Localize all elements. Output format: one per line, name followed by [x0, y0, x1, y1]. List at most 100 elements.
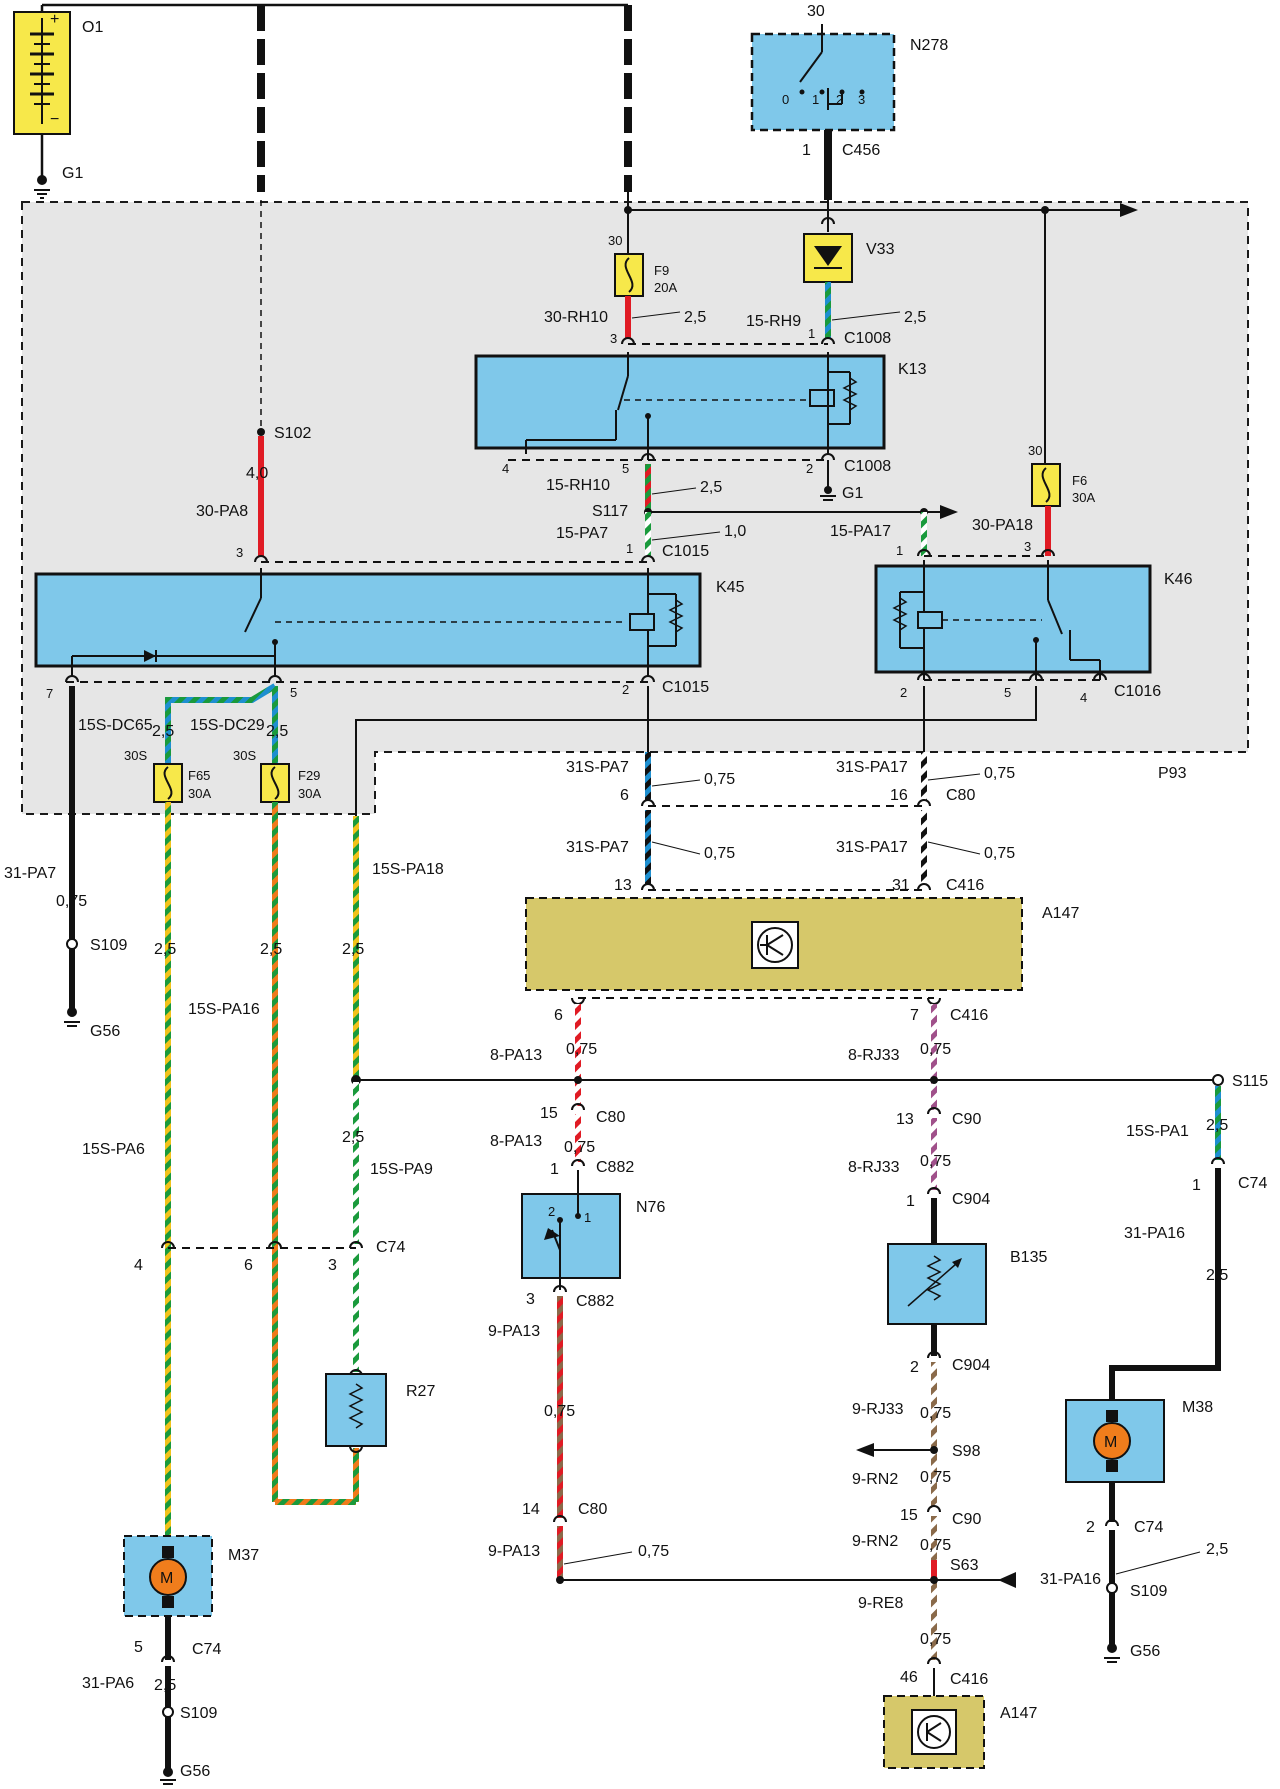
c416-c-pin: 46 [900, 1669, 918, 1686]
wire-15s-pa6-label: 15S-PA6 [82, 1141, 145, 1158]
wire-15-rh10-size: 2,5 [700, 479, 722, 496]
wire-15-rh9-size: 2,5 [904, 309, 926, 326]
splice-s63: S63 [950, 1557, 979, 1574]
relay-k13 [474, 352, 886, 460]
wire-15s-pa9-size: 2,5 [342, 1129, 364, 1146]
splice-s98: S98 [952, 1443, 981, 1460]
diode-v33 [803, 233, 853, 283]
relay-k46-label: K46 [1164, 571, 1193, 588]
wire-31s-pa17-b-label: 31S-PA17 [836, 839, 908, 856]
wire-15-pa7-label: 15-PA7 [556, 525, 608, 542]
wire-31-pa7-label: 31-PA7 [4, 865, 56, 882]
relay-k46 [874, 560, 1152, 680]
ground-g56-c: G56 [1130, 1643, 1160, 1660]
wire-31s-pa7-b-pin: 13 [614, 877, 632, 894]
c74-m37-pin: 5 [134, 1639, 143, 1656]
motor-m37-label: M37 [228, 1547, 259, 1564]
ecu-a147-bottom-label: A147 [1000, 1705, 1037, 1722]
fuse-f6-rating: 30A [1072, 490, 1095, 505]
splice-s109-a: S109 [90, 937, 127, 954]
arrow-left-icon [998, 1572, 1016, 1588]
connector-c882-top: C882 [596, 1159, 634, 1176]
wire-15s-dc65-label: 15S-DC65 [78, 717, 153, 734]
battery-plus: + [50, 11, 59, 28]
connector-c80-c: C80 [578, 1501, 607, 1518]
wire-31-pa16-b-size: 2,5 [1206, 1541, 1228, 1558]
wire-15s-pa18-size: 2,5 [342, 941, 364, 958]
wire-8-rj33-a-label: 8-RJ33 [848, 1047, 900, 1064]
wire-8-rj33-b-label: 8-RJ33 [848, 1159, 900, 1176]
fuse-f29 [260, 763, 290, 803]
motor-m38-label: M38 [1182, 1399, 1213, 1416]
wire-31s-pa17-a-label: 31S-PA17 [836, 759, 908, 776]
c90-a-pin: 13 [896, 1111, 914, 1128]
ignition-pos-2: 2 [836, 92, 843, 107]
connector-c1008-top: C1008 [844, 330, 891, 347]
splice-s102: S102 [274, 425, 311, 442]
k13-pin-5: 5 [622, 461, 629, 476]
wire-9-pa13-b-label: 9-PA13 [488, 1543, 540, 1560]
connector-c416-b: C416 [950, 1007, 988, 1024]
sensor-b135-label: B135 [1010, 1249, 1047, 1266]
k45-pin-3: 3 [236, 545, 243, 560]
splice-s117: S117 [592, 503, 628, 520]
ecu-a147-bottom [883, 1668, 985, 1769]
connector-c74-m37: C74 [192, 1641, 221, 1658]
wire-9-rn2-a-label: 9-RN2 [852, 1471, 898, 1488]
wire-15s-pa9-label: 15S-PA9 [370, 1161, 433, 1178]
resistor-r27-label: R27 [406, 1383, 435, 1400]
c80-b-pin: 15 [540, 1105, 558, 1122]
k45-pin-7: 7 [46, 686, 53, 701]
sensor-b135 [887, 1243, 987, 1325]
c74-pin-3: 3 [328, 1257, 337, 1274]
fuse-f65-rating: 30A [188, 786, 211, 801]
relay-k13-label: K13 [898, 361, 927, 378]
connector-c904-top: C904 [952, 1191, 990, 1208]
k13-pin-3: 3 [610, 331, 617, 346]
arrow-left-icon [856, 1443, 874, 1457]
connector-c1016: C1016 [1114, 683, 1161, 700]
wire-30-pa18-label: 30-PA18 [972, 517, 1033, 534]
connector-c74-m38: C74 [1134, 1519, 1163, 1536]
connector-c904-bottom: C904 [952, 1357, 990, 1374]
splice-s109-c: S109 [1130, 1583, 1167, 1600]
connector-c80-b: C80 [596, 1109, 625, 1126]
c80-c-pin: 14 [522, 1501, 540, 1518]
wire-k46-to-pa18 [355, 686, 1037, 816]
c74-pin-6: 6 [244, 1257, 253, 1274]
wire-8-rj33-b-size: 0,75 [920, 1153, 951, 1170]
wire-15s-dc65 [165, 683, 277, 764]
wire-9-pa13-a-label: 9-PA13 [488, 1323, 540, 1340]
wire-31s-pa7-b-size: 0,75 [704, 845, 735, 862]
battery-label: O1 [82, 19, 103, 36]
fuse-f29-label: F29 [298, 768, 320, 783]
k46-pin-5: 5 [1004, 685, 1011, 700]
wire-31-pa6-size: 2,5 [154, 1677, 176, 1694]
motor-m37-symbol: M [160, 1570, 173, 1587]
wire-9-pa13-b-size: 0,75 [638, 1543, 669, 1560]
ignition-pos-1: 1 [812, 92, 819, 107]
wire-9-rn2-a-size: 0,75 [920, 1469, 951, 1486]
wire-31-pa16-a-size: 2,5 [1206, 1267, 1228, 1284]
wire-15s-pa18-label: 15S-PA18 [372, 861, 444, 878]
pressure-switch-n76-label: N76 [636, 1199, 665, 1216]
wire-31-pa16-a-label: 31-PA16 [1124, 1225, 1185, 1242]
fuse-f6-pin: 30 [1028, 443, 1042, 458]
splice-s109-b: S109 [180, 1705, 217, 1722]
ground-g56-a: G56 [90, 1023, 120, 1040]
wire-15s-dc29-label: 15S-DC29 [190, 717, 265, 734]
connector-c90-a: C90 [952, 1111, 981, 1128]
wire-15s-pa16-label: 15S-PA16 [188, 1001, 260, 1018]
wire-15s-pa1-size: 2,5 [1206, 1117, 1228, 1134]
ground-g56-b: G56 [180, 1763, 210, 1780]
k45-pin-5: 5 [290, 685, 297, 700]
fuse-f65-pin: 30S [124, 748, 147, 763]
connector-c80-a: C80 [946, 787, 975, 804]
fuse-f65 [153, 763, 183, 803]
motor-m38-symbol: M [1104, 1434, 1117, 1451]
c882-top-pin: 1 [550, 1161, 559, 1178]
wire-8-pa13-b-size: 0,75 [564, 1139, 595, 1156]
ground-g1-top-label: G1 [62, 165, 83, 182]
wire-15-rh9-label: 15-RH9 [746, 313, 801, 330]
wire-31-pa6-label: 31-PA6 [82, 1675, 134, 1692]
